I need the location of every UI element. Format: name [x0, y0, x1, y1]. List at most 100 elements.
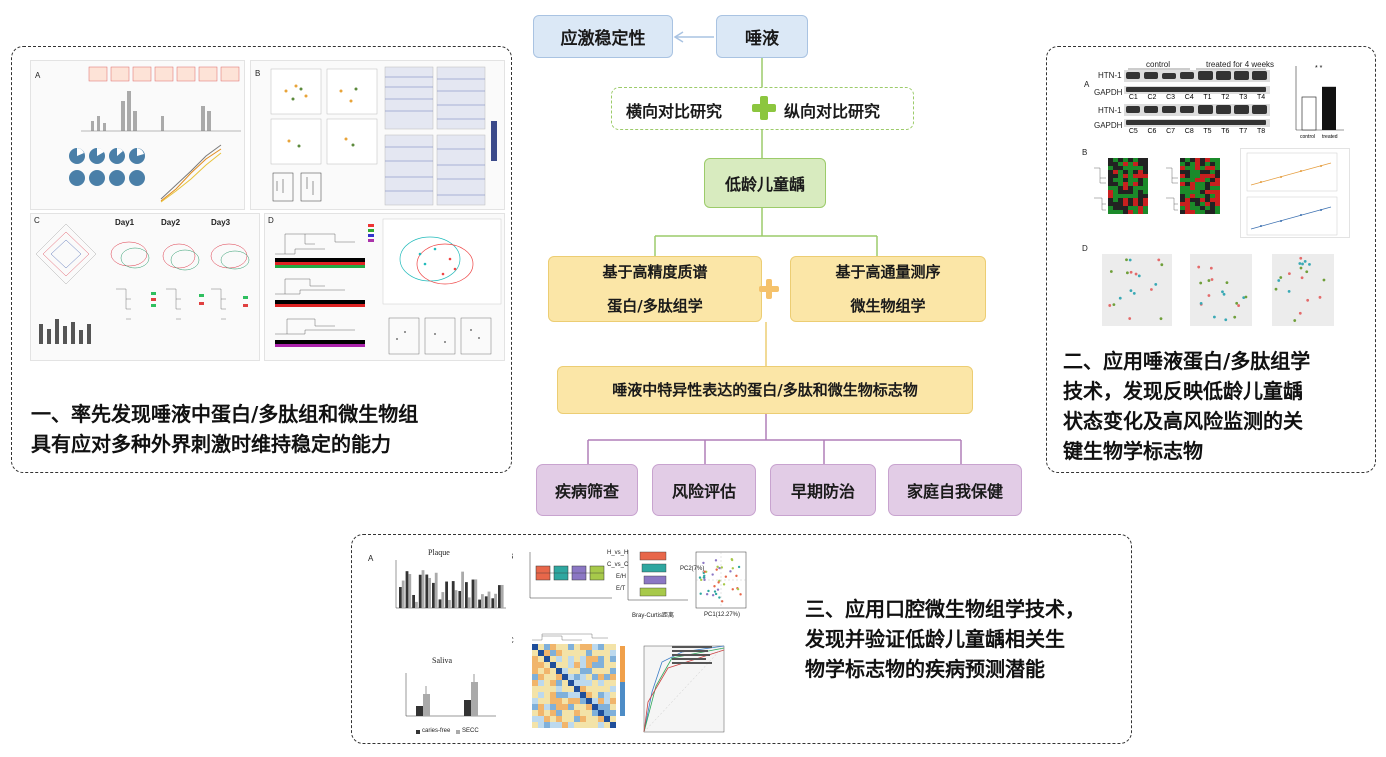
panel-one-b-graphic — [270, 66, 497, 206]
bray-label: Bray-Curtis距离 — [632, 613, 675, 619]
panel-one-caption-line2: 具有应对多种外界刺激时维持稳定的能力 — [31, 432, 391, 456]
application-screening: 疾病筛查 — [536, 464, 638, 516]
panel-one-label-d: D — [268, 216, 274, 225]
panel-two-caption-line4: 键生物学标志物 — [1063, 439, 1203, 463]
application-homecare-label: 家庭自我保健 — [906, 482, 1003, 501]
saliva-node: 唾液 — [716, 15, 808, 58]
pca-dots — [1108, 256, 1326, 322]
panel-one-figure-a: A — [30, 60, 245, 210]
panel-three-label-a: A — [368, 554, 374, 563]
lane-label: T5 — [1203, 128, 1212, 135]
panel-one-label-c: C — [34, 216, 40, 225]
regression-graphic — [1246, 152, 1338, 236]
panel-one-caption: 一、率先发现唾液中蛋白/多肽组和微生物组 具有应对多种外界刺激时维持稳定的能力 — [31, 399, 501, 459]
bar-treated — [1322, 86, 1336, 130]
panel-one-label-b: B — [255, 69, 261, 78]
methods-plus-icon — [758, 278, 780, 300]
panel-three-label-c: C — [512, 636, 514, 645]
subject-label: 低龄儿童龋 — [724, 175, 805, 194]
boxplot-ylabel-4: E/T — [616, 586, 626, 592]
panel-two — [1046, 46, 1376, 473]
panel-two-figure-b: B — [1066, 148, 1236, 238]
longitudinal-study-label: 纵向对比研究 — [784, 102, 881, 121]
comparison-group: 横向对比研究 纵向对比研究 — [611, 87, 914, 130]
panel-three-caption-line2: 发现并验证低龄儿童龋相关生 — [805, 627, 1065, 651]
proteomics-line2: 蛋白/多肽组学 — [607, 297, 703, 315]
micro-pca-dots — [698, 558, 742, 603]
saliva-label: 唾液 — [745, 29, 779, 49]
lane-label: T8 — [1256, 128, 1266, 135]
lane-label: C4 — [1184, 94, 1194, 101]
panel-one-figure-d: D — [264, 213, 505, 361]
panel-one-day3-title: Day3 — [211, 218, 231, 227]
panel-three — [351, 534, 1132, 744]
microbiome-line2: 微生物组学 — [850, 297, 926, 315]
panel-two-label-a: A — [1084, 80, 1090, 89]
panel-two-caption-line1: 二、应用唾液蛋白/多肽组学 — [1063, 349, 1311, 373]
markers-node: 唾液中特异性表达的蛋白/多肽和微生物标志物 — [557, 366, 973, 414]
panel-one-d-graphic — [275, 218, 502, 355]
lane-label: C2 — [1147, 94, 1157, 101]
lane-label: T4 — [1256, 94, 1266, 101]
microbiome-node: 基于高通量测序 微生物组学 — [790, 256, 986, 322]
panel-two-figure-c: C — [1240, 148, 1350, 238]
lane-label: T6 — [1221, 128, 1230, 135]
lane-label: T3 — [1239, 94, 1248, 101]
heatmap-right — [1180, 158, 1220, 214]
lane-label: C7 — [1166, 128, 1176, 135]
panel-one — [11, 46, 512, 473]
lane-label: C6 — [1147, 128, 1157, 135]
panel-one-figure-c: C Day1 Day2 Day3 — [30, 213, 260, 361]
heatmap-graphic — [1094, 158, 1220, 214]
lane-label: C5 — [1128, 128, 1138, 135]
saliva-title: Saliva — [432, 656, 452, 665]
panel-three-figure-b: B H_vs_H C_vs_C E/H E/T Bray-Curtis距离 PC… — [512, 548, 752, 638]
panel-one-label-a: A — [35, 71, 41, 80]
markers-label: 唾液中特异性表达的蛋白/多肽和微生物标志物 — [612, 381, 918, 399]
blot-header-control: control — [1146, 60, 1171, 69]
application-homecare: 家庭自我保健 — [888, 464, 1022, 516]
panel-one-day1-title: Day1 — [115, 218, 135, 227]
microbiome-line1: 基于高通量测序 — [835, 263, 941, 281]
panel-three-figure-a: A Plaque Saliva caries-free SECC — [366, 548, 508, 738]
bar-label-control: control — [1300, 134, 1315, 140]
proteomics-node: 基于高精度质谱 蛋白/多肽组学 — [548, 256, 762, 322]
lane-label: C3 — [1166, 94, 1176, 101]
application-screening-label: 疾病筛查 — [554, 482, 619, 501]
panel-three-caption-line3: 物学标志物的疾病预测潜能 — [805, 657, 1045, 681]
blot-header-treated: treated for 4 weeks — [1206, 60, 1275, 69]
comparison-plus-icon — [751, 95, 777, 121]
bar-label-treated: treated — [1322, 134, 1338, 140]
application-risk-label: 风险评估 — [671, 482, 736, 501]
bar-significance: * * — [1315, 65, 1323, 72]
lanes-top: C1 C2 C3 C4 T1 T2 T3 T4 — [1124, 94, 1270, 101]
blot-row-1: HTN-1 — [1098, 71, 1122, 80]
panel-three-caption-line1: 三、应用口腔微生物组学技术， — [805, 597, 1085, 621]
blot-row-4: GAPDH — [1094, 121, 1123, 130]
application-risk: 风险评估 — [652, 464, 756, 516]
application-prevention-label: 早期防治 — [790, 482, 855, 501]
panel-two-label-b: B — [1082, 148, 1088, 157]
panel-one-caption-line1: 一、率先发现唾液中蛋白/多肽组和微生物组 — [31, 402, 419, 426]
plaque-bars — [399, 570, 504, 608]
panel-three-caption: 三、应用口腔微生物组学技术， 发现并验证低龄儿童龋相关生 物学标志物的疾病预测潜… — [805, 594, 1127, 684]
blot-row-3: HTN-1 — [1098, 106, 1122, 115]
hnt-bar-chart: * * control treated — [1295, 65, 1344, 140]
stability-label: 应激稳定性 — [560, 29, 646, 49]
boxplot-pca-graphic — [529, 550, 747, 609]
correlation-roc-graphic — [532, 633, 725, 733]
panel-two-label-d: D — [1082, 244, 1088, 253]
panel-two-figure-a: A control treated for 4 weeks HTN-1 GAPD… — [1066, 58, 1320, 140]
heatmap-left — [1108, 158, 1148, 214]
stability-node: 应激稳定性 — [533, 15, 673, 58]
application-prevention: 早期防治 — [770, 464, 876, 516]
pca-x-label: PC1(12.27%) — [704, 612, 741, 618]
blot-row-2: GAPDH — [1094, 88, 1123, 97]
lane-label: T2 — [1221, 94, 1230, 101]
panel-two-caption-line3: 状态变化及高风险监测的关 — [1063, 409, 1303, 433]
horizontal-study-label: 横向对比研究 — [626, 102, 723, 121]
lane-label: T1 — [1203, 94, 1212, 101]
saliva-legend-cf: caries-free — [422, 728, 451, 734]
plaque-title: Plaque — [428, 548, 450, 557]
